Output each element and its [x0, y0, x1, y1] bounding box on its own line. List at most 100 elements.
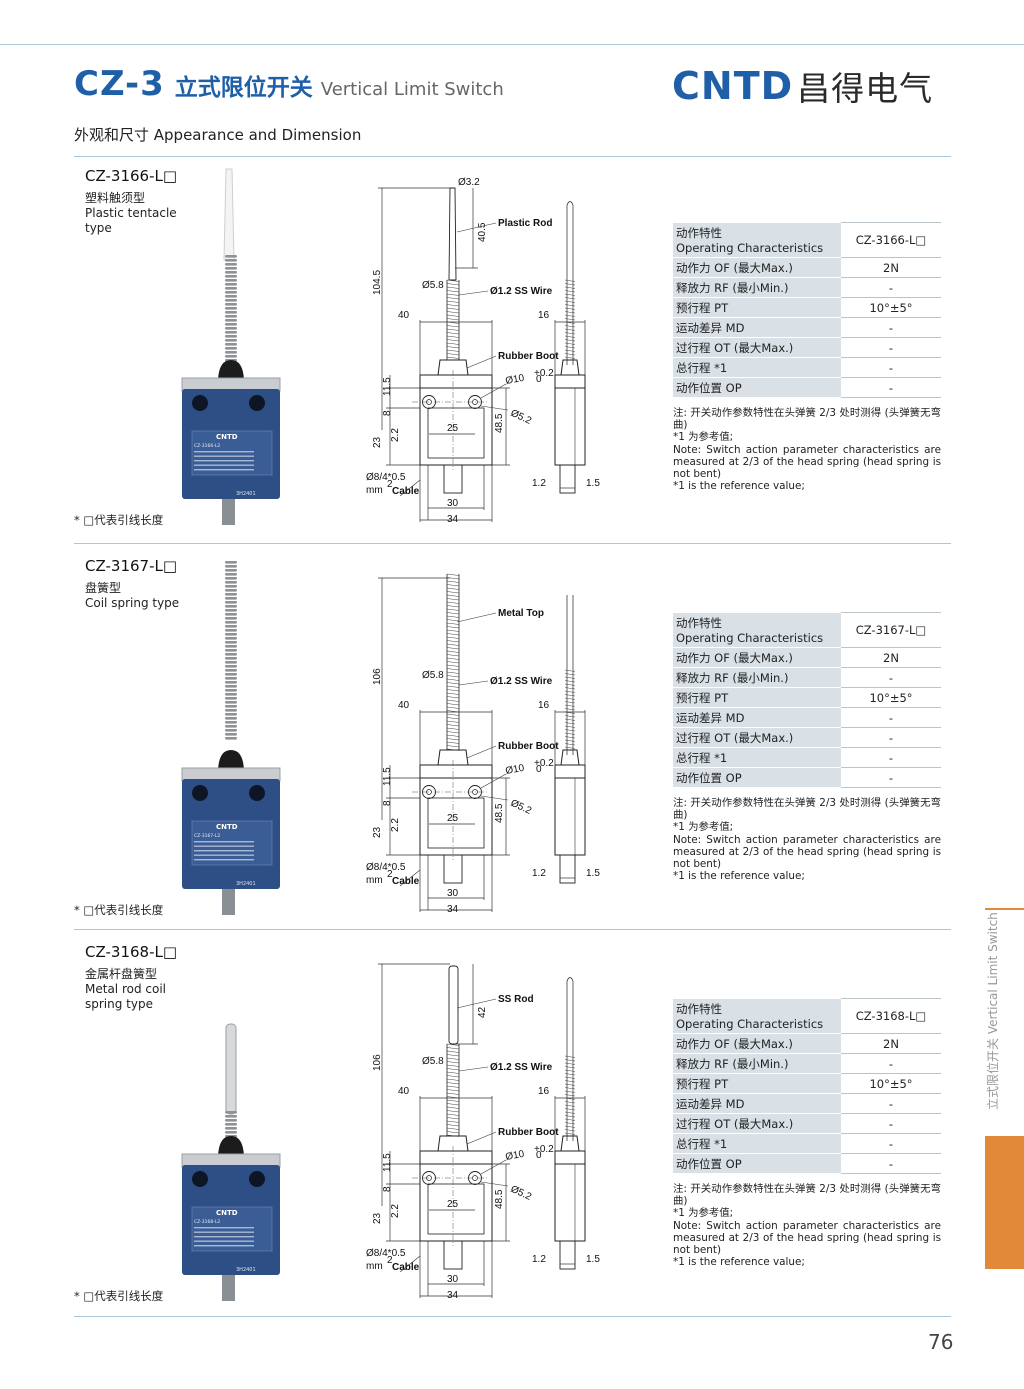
row-key: 运动差异 MD	[673, 317, 841, 338]
cable-unit: mm	[366, 875, 383, 886]
row-key: 运动差异 MD	[673, 707, 841, 728]
dim-hole-big: Ø10	[505, 373, 526, 387]
dim-1-5: 1.5	[586, 868, 600, 879]
row-value: -	[841, 317, 941, 338]
row-key: 预行程 PT	[673, 687, 841, 708]
dim-25: 25	[447, 423, 459, 434]
header-value-cell: CZ-3166-L□	[841, 222, 941, 258]
header-value-cell: CZ-3167-L□	[841, 612, 941, 648]
row-key: 过行程 OT (最大Max.)	[673, 727, 841, 748]
device-model-text: CZ-3168-L2	[194, 1219, 220, 1225]
dim-30: 30	[447, 498, 459, 509]
dim-spring-dia: Ø5.8	[422, 1056, 444, 1067]
model-type-en: Metal rod coil spring type	[85, 982, 166, 1011]
brand-cn: 昌得电气	[797, 69, 934, 108]
table-row: 运动差异 MD-	[673, 1093, 941, 1114]
row-value: -	[841, 1093, 941, 1114]
boot-label: Rubber Boot	[498, 1127, 559, 1138]
divider-2	[74, 929, 951, 930]
dim-width-16: 16	[538, 310, 550, 321]
dim-rod-dia: Ø3.2	[458, 177, 480, 188]
row-value: -	[841, 377, 941, 398]
dim-1-5: 1.5	[586, 478, 600, 489]
dim-8: 8	[382, 800, 393, 806]
row-key: 动作力 OF (最大Max.)	[673, 647, 841, 668]
table-note: 注: 开关动作参数特性在头弹簧 2/3 处时测得 (头弹簧无弯曲)*1 为参考值…	[673, 1183, 941, 1268]
boot-label: Rubber Boot	[498, 351, 559, 362]
row-key: 释放力 RF (最小Min.)	[673, 277, 841, 298]
dim-34: 34	[447, 1290, 459, 1301]
wire-label: Ø1.2 SS Wire	[490, 286, 553, 297]
dim-hole-tol: +0.2	[534, 368, 554, 379]
note-line: *1 is the reference value;	[673, 1256, 805, 1269]
row-key: 过行程 OT (最大Max.)	[673, 1113, 841, 1134]
header-key-cn: 动作特性	[676, 1001, 722, 1016]
dim-23: 23	[372, 436, 383, 448]
row-key: 动作位置 OP	[673, 377, 841, 398]
note-line: Note: Switch action parameter characteri…	[673, 443, 941, 481]
footnote: * □代表引线长度	[74, 513, 164, 527]
dim-hole-big: Ø10	[505, 1149, 526, 1163]
divider-1	[74, 543, 951, 544]
row-value: -	[841, 357, 941, 378]
dim-8: 8	[382, 410, 393, 416]
table-note: 注: 开关动作参数特性在头弹簧 2/3 处时测得 (头弹簧无弯曲)*1 为参考值…	[673, 797, 941, 882]
dim-8: 8	[382, 1186, 393, 1192]
dim-34: 34	[447, 904, 459, 915]
dim-hole-tol2: 0	[536, 374, 542, 385]
table-row: 动作力 OF (最大Max.)2N	[673, 257, 941, 278]
table-note: 注: 开关动作参数特性在头弹簧 2/3 处时测得 (头弹簧无弯曲)*1 为参考值…	[673, 407, 941, 492]
row-key: 预行程 PT	[673, 297, 841, 318]
side-tab-text: 立式限位开关 Vertical Limit Switch	[986, 912, 1000, 1110]
dim-34: 34	[447, 514, 459, 525]
row-key: 预行程 PT	[673, 1073, 841, 1094]
dim-spring-dia: Ø5.8	[422, 670, 444, 681]
row-key: 动作位置 OP	[673, 1153, 841, 1174]
rod-label: Metal Top	[498, 608, 544, 619]
cable-spec: Ø8/4*0.5	[366, 472, 406, 483]
row-value: -	[841, 1113, 941, 1134]
dim-11-5: 11.5	[382, 767, 393, 786]
note-line: Note: Switch action parameter characteri…	[673, 833, 941, 871]
model-type-en: Plastic tentacle type	[85, 206, 177, 235]
device-serial: 3H2401	[236, 881, 256, 887]
row-key: 动作力 OF (最大Max.)	[673, 257, 841, 278]
dim-rod-length: 42	[477, 1006, 488, 1018]
row-value: -	[841, 767, 941, 788]
dim-11-5: 11.5	[382, 1153, 393, 1172]
note-line: *1 is the reference value;	[673, 870, 805, 883]
dim-width-16: 16	[538, 1086, 550, 1097]
title-en: Vertical Limit Switch	[320, 79, 504, 100]
dim-30: 30	[447, 888, 459, 899]
row-value: -	[841, 1053, 941, 1074]
cable-unit: mm	[366, 1261, 383, 1272]
dim-25: 25	[447, 1199, 459, 1210]
dim-width-16: 16	[538, 700, 550, 711]
table-row: 总行程 *1-	[673, 357, 941, 378]
model-type-cn: 金属杆盘簧型	[85, 967, 158, 981]
row-key: 动作力 OF (最大Max.)	[673, 1033, 841, 1054]
cable-sup: 2	[387, 1255, 393, 1266]
cable-spec: Ø8/4*0.5	[366, 862, 406, 873]
dim-11-5: 11.5	[382, 377, 393, 396]
header-value-cell: CZ-3168-L□	[841, 998, 941, 1034]
dim-width-40: 40	[398, 700, 410, 711]
device-brand: CNTD	[216, 823, 238, 831]
row-value: -	[841, 727, 941, 748]
cable-spec: Ø8/4*0.5	[366, 1248, 406, 1259]
dim-hole-tol2: 0	[536, 764, 542, 775]
dim-hole-small: Ø5.2	[509, 1184, 534, 1203]
row-value: -	[841, 277, 941, 298]
footnote: * □代表引线长度	[74, 903, 164, 917]
note-line: *1 为参考值;	[673, 821, 734, 834]
wire-label: Ø1.2 SS Wire	[490, 676, 553, 687]
